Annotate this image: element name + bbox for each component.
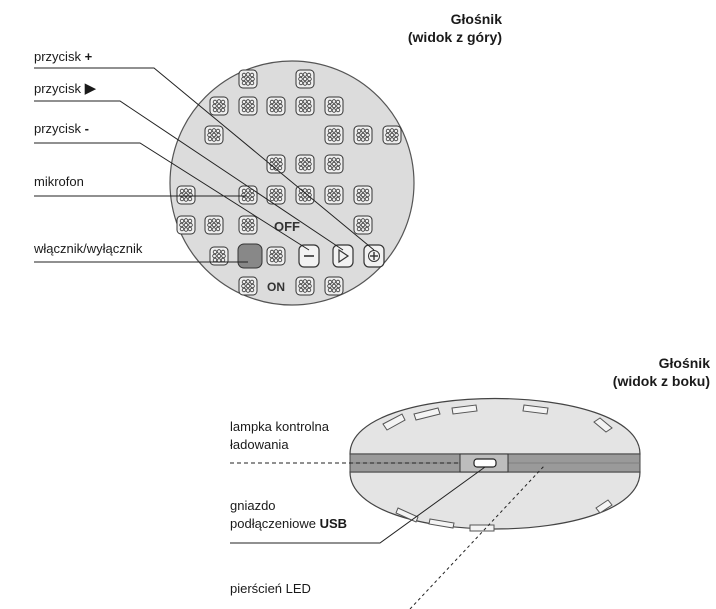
side-view-title: Głośnik (widok z boku) — [613, 354, 710, 390]
speaker-side-body — [349, 398, 641, 532]
usb-port[interactable] — [473, 458, 497, 468]
label-power-switch: włącznik/wyłącznik — [34, 241, 143, 256]
top-view-leader-lines — [34, 67, 375, 263]
label-led-ring: pierścień LED — [230, 581, 311, 596]
label-usb-line2-prefix: podłączeniowe — [230, 516, 320, 531]
label-play-button: przycisk ▶ — [34, 80, 96, 98]
minus-symbol: - — [84, 121, 89, 136]
side-view-title-line2: (widok z boku) — [612, 373, 710, 389]
side-view-leader-lines — [230, 462, 546, 609]
plus-symbol: + — [84, 49, 93, 64]
side-view-title-line1: Głośnik — [658, 355, 710, 371]
top-view-title: Głośnik (widok z góry) — [408, 10, 502, 46]
label-usb-line2: podłączeniowe USB — [230, 515, 347, 533]
label-charge-led-line1: lampka kontrolna — [230, 419, 329, 434]
minus-button[interactable] — [298, 244, 320, 268]
top-view-title-line2: (widok z góry) — [407, 29, 502, 45]
label-usb-line1: gniazdo — [230, 498, 276, 513]
switch-on-mark: ON — [267, 280, 285, 294]
label-charge-led: lampka kontrolna ładowania — [230, 418, 329, 454]
power-switch-slider[interactable] — [237, 243, 263, 269]
label-plus-button: przycisk + — [34, 48, 92, 66]
top-view-title-line1: Głośnik — [450, 11, 502, 27]
label-usb-bold: USB — [319, 516, 348, 531]
plus-button[interactable] — [363, 244, 385, 268]
label-microphone: mikrofon — [34, 174, 84, 189]
play-icon — [338, 248, 350, 264]
play-button[interactable] — [332, 244, 354, 268]
play-symbol: ▶ — [84, 80, 97, 97]
speaker-top-body — [169, 60, 415, 306]
label-minus-button: przycisk - — [34, 120, 89, 138]
switch-off-mark: OFF — [274, 219, 300, 234]
label-minus-text: przycisk — [34, 121, 81, 136]
label-charge-led-line2: ładowania — [230, 437, 289, 452]
label-usb-port: gniazdo podłączeniowe USB — [230, 497, 347, 533]
label-plus-text: przycisk — [34, 49, 81, 64]
label-play-text: przycisk — [34, 81, 81, 96]
